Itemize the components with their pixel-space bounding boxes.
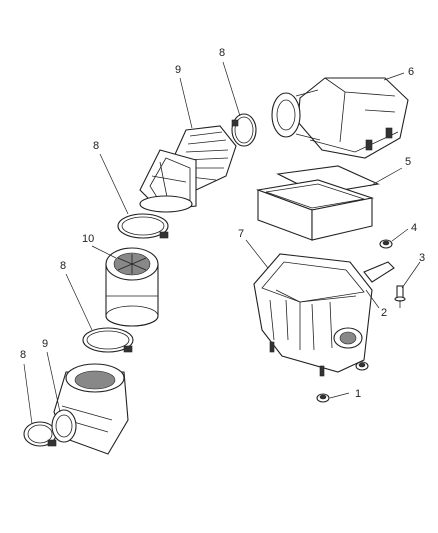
leader-7	[245, 239, 269, 269]
callout-3: 3	[419, 252, 425, 264]
callout-2: 2	[381, 307, 387, 319]
leader-10	[91, 245, 117, 259]
lower-air-duct[interactable]	[51, 363, 129, 455]
callout-7: 7	[238, 228, 244, 240]
callout-9-upper: 9	[175, 64, 181, 76]
upper-air-duct[interactable]	[139, 125, 237, 213]
leader-5	[369, 167, 403, 187]
leader-8d	[23, 363, 33, 425]
callout-8-bottom: 8	[20, 349, 26, 361]
callout-8-upper-left: 8	[93, 140, 99, 152]
leader-4	[391, 228, 409, 242]
leader-8b	[99, 153, 129, 215]
callout-8-middle: 8	[60, 260, 66, 272]
leader-1	[329, 392, 350, 399]
leader-6	[383, 72, 405, 81]
callout-4: 4	[411, 222, 417, 234]
grommet-1b[interactable]	[316, 393, 330, 403]
air-cleaner-housing[interactable]	[253, 253, 395, 377]
callout-9-lower: 9	[42, 338, 48, 350]
hose-clamp-bottom[interactable]	[23, 421, 57, 447]
resonator[interactable]	[105, 247, 159, 327]
leader-2	[365, 289, 380, 309]
leader-9a	[179, 77, 193, 129]
leader-lines	[23, 61, 421, 425]
hose-clamp-upper-left[interactable]	[117, 213, 169, 239]
push-pin-3[interactable]	[394, 285, 406, 308]
callout-8-top: 8	[219, 47, 225, 59]
callout-6: 6	[408, 66, 414, 78]
leader-9b	[46, 351, 61, 413]
callout-1: 1	[355, 388, 361, 400]
leader-3	[401, 261, 421, 289]
callout-10: 10	[82, 233, 94, 245]
grommet-4[interactable]	[379, 239, 393, 249]
air-filter-element[interactable]	[255, 165, 380, 241]
callout-5: 5	[405, 156, 411, 168]
air-cleaner-cover[interactable]	[271, 77, 409, 159]
hose-clamp-middle[interactable]	[82, 327, 134, 353]
leader-8c	[65, 273, 93, 331]
grommet-1a[interactable]	[355, 361, 369, 371]
leader-8a	[222, 61, 241, 117]
hose-clamp-top[interactable]	[231, 113, 257, 147]
